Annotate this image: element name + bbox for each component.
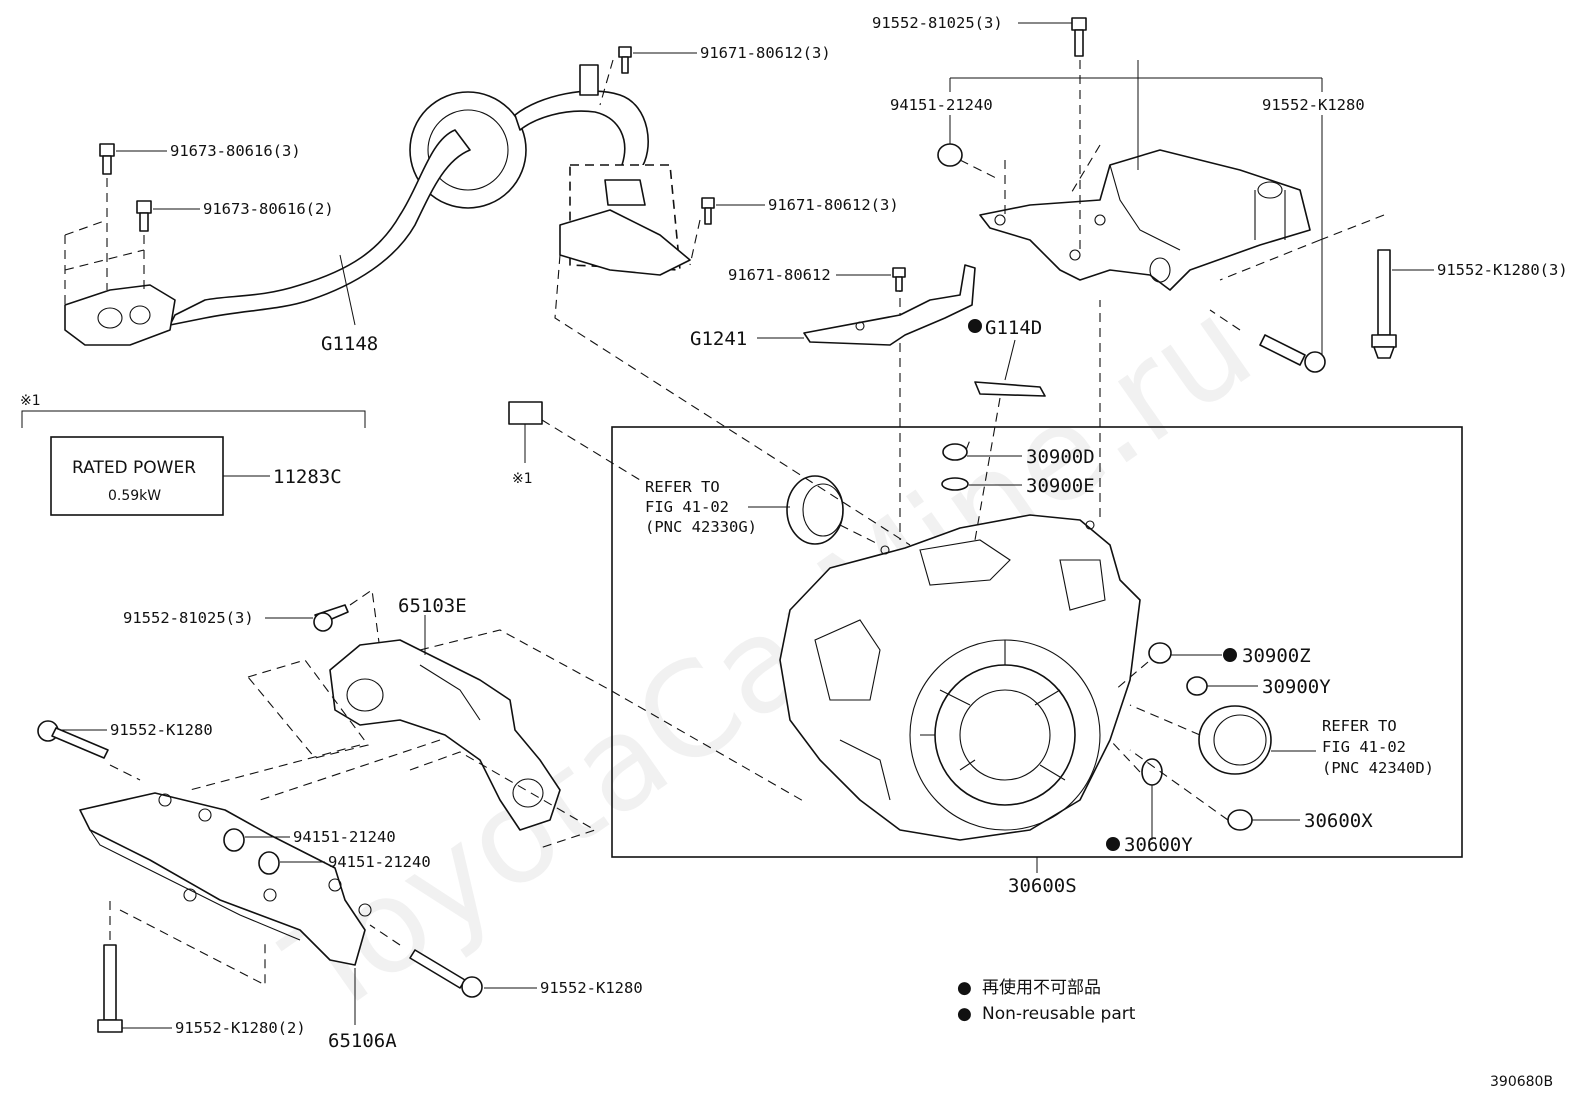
callout-30900z: 30900Z xyxy=(1242,645,1311,667)
cross-member-65106a-drawing xyxy=(79,792,372,966)
bolt-91552-k1280-top xyxy=(1259,334,1326,373)
callout-91673-80616-2: 91673-80616(2) xyxy=(203,200,334,218)
oil-seal-right xyxy=(1198,705,1272,775)
bolt-91673-80616-2 xyxy=(136,200,152,232)
svg-text:FIG 41-02: FIG 41-02 xyxy=(1322,738,1406,756)
rated-power-value: 0.59kW xyxy=(108,488,161,504)
svg-text:REFER TO: REFER TO xyxy=(645,478,720,496)
svg-text:(PNC 42330G): (PNC 42330G) xyxy=(645,518,757,536)
callout-11283c: 11283C xyxy=(273,466,342,488)
plug-30600x-drawing xyxy=(1227,809,1253,831)
non-reusable-dot xyxy=(1223,648,1237,662)
svg-text:REFER TO: REFER TO xyxy=(1322,717,1397,735)
callout-g114d: G114D xyxy=(985,317,1042,339)
plug-30900d-drawing xyxy=(942,443,968,461)
callout-91671-80612-single: 91671-80612 xyxy=(728,266,831,284)
bolt-91552-k1280-left xyxy=(37,720,109,759)
svg-text:FIG 41-02: FIG 41-02 xyxy=(645,498,729,516)
tag-mark: ※1 xyxy=(512,471,533,487)
bracket-g1241-drawing xyxy=(803,264,976,346)
gasket-30600y-drawing xyxy=(1141,758,1163,786)
legend-dot-ja: ● xyxy=(957,978,972,998)
legend-dot-en: ● xyxy=(957,1004,972,1024)
nut-94151-21240-top-drawing xyxy=(937,143,963,167)
oil-seal-left xyxy=(786,475,844,545)
bolt-91552-k1280-3 xyxy=(1371,249,1397,359)
transaxle-housing-drawing xyxy=(779,514,1141,841)
nut-94151-21240-b-drawing xyxy=(258,851,280,875)
callout-94151-21240-top: 94151-21240 xyxy=(890,96,993,114)
rated-power-group: ※1 RATED POWER 0.59kW 11283C xyxy=(20,393,366,516)
callout-91552-81025-top: 91552-81025(3) xyxy=(872,14,1003,32)
gasket-g114d-drawing xyxy=(974,381,1046,397)
rated-power-title: RATED POWER xyxy=(72,458,196,478)
bolt-91671-80612-top xyxy=(618,46,632,74)
legend-text-ja: 再使用不可部品 xyxy=(982,977,1101,998)
reference-note-42340d: REFER TO FIG 41-02 (PNC 42340D) xyxy=(1322,717,1434,777)
callout-91552-k1280-2: 91552-K1280(2) xyxy=(175,1019,306,1037)
gasket-30900e-drawing xyxy=(941,477,969,491)
legend: ● 再使用不可部品 ● Non-reusable part xyxy=(957,977,1136,1024)
rated-power-label-plate xyxy=(50,436,224,516)
plug-30900y-drawing xyxy=(1186,676,1208,696)
legend-text-en: Non-reusable part xyxy=(982,1004,1136,1024)
engine-mount-bracket-65105b xyxy=(979,149,1311,291)
wire-harness-g1148-drawing xyxy=(64,64,691,346)
callout-94151-21240-b: 94151-21240 xyxy=(328,853,431,871)
nut-94151-21240-a-drawing xyxy=(223,828,245,852)
callout-30900y: 30900Y xyxy=(1262,676,1331,698)
bolt-91552-k1280-bottom xyxy=(409,949,483,998)
diagram-id: 390680B xyxy=(1490,1074,1553,1090)
bolt-91552-81025-left xyxy=(313,604,349,632)
callout-65103e: 65103E xyxy=(398,595,467,617)
gasket-30900z-drawing xyxy=(1148,642,1172,664)
bolt-91671-80612-single xyxy=(892,267,906,292)
label-tag-drawing: ※1 xyxy=(508,401,641,487)
callout-91673-80616-3: 91673-80616(3) xyxy=(170,142,301,160)
callout-30900e: 30900E xyxy=(1026,475,1095,497)
callout-30900d: 30900D xyxy=(1026,446,1095,468)
non-reusable-dot xyxy=(968,319,982,333)
callout-g1148: G1148 xyxy=(321,333,378,355)
callout-30600y: 30600Y xyxy=(1124,834,1193,856)
callout-g1241: G1241 xyxy=(690,328,747,350)
callout-91552-k1280-left: 91552-K1280 xyxy=(110,721,213,739)
group-mark: ※1 xyxy=(20,393,41,409)
bolt-91552-k1280-2 xyxy=(97,944,123,1033)
callout-65106a: 65106A xyxy=(328,1030,397,1052)
callout-30600x: 30600X xyxy=(1304,810,1373,832)
callout-91552-k1280-3: 91552-K1280(3) xyxy=(1437,261,1568,279)
svg-text:(PNC 42340D): (PNC 42340D) xyxy=(1322,759,1434,777)
bolt-91673-80616-3 xyxy=(99,143,115,175)
callout-30600s: 30600S xyxy=(1008,875,1077,897)
non-reusable-dot xyxy=(1106,837,1120,851)
callout-91671-80612-top: 91671-80612(3) xyxy=(700,44,831,62)
callout-94151-21240-a: 94151-21240 xyxy=(293,828,396,846)
bolt-91671-80612-mid xyxy=(701,197,715,225)
reference-note-42330g: REFER TO FIG 41-02 (PNC 42330G) xyxy=(645,478,790,536)
mount-bracket-65103e-drawing xyxy=(329,639,561,831)
bolt-91552-81025-top xyxy=(1071,17,1087,57)
callout-91552-k1280-bottom: 91552-K1280 xyxy=(540,979,643,997)
callout-91671-80612-mid: 91671-80612(3) xyxy=(768,196,899,214)
callout-91552-81025-left: 91552-81025(3) xyxy=(123,609,254,627)
callout-91552-k1280-top: 91552-K1280 xyxy=(1262,96,1365,114)
